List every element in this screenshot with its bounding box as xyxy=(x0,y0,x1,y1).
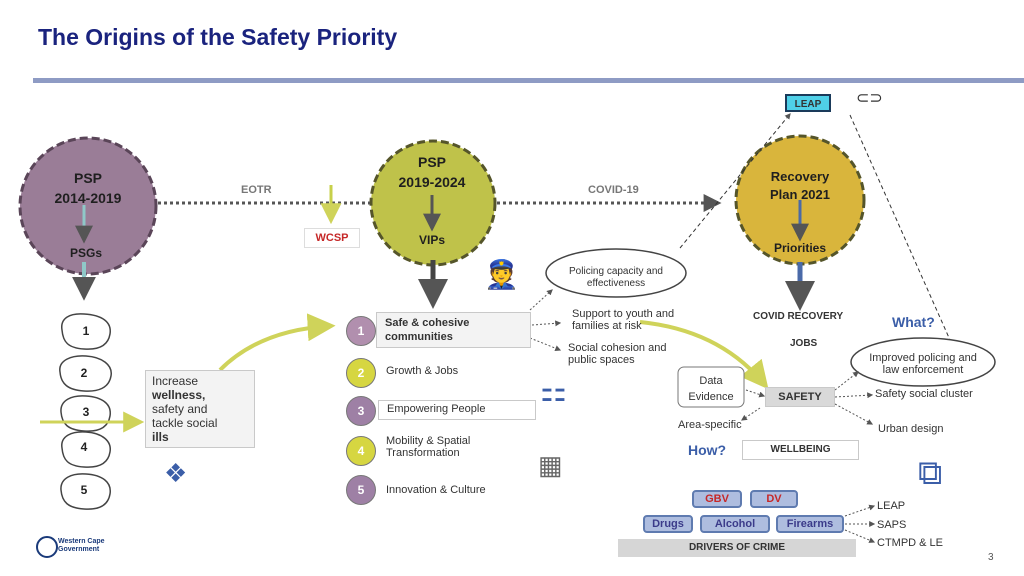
vip-3-box: Empowering People xyxy=(378,400,536,420)
vip-1-number: 1 xyxy=(346,316,376,346)
response-ctmpd: CTMPD & LE xyxy=(877,537,944,549)
network-icon: ❖ xyxy=(164,458,188,488)
vip-2-number: 2 xyxy=(346,358,376,388)
psp-2014-circle xyxy=(18,136,158,276)
vip-4-number: 4 xyxy=(346,436,376,466)
wellbeing-box: WELLBEING xyxy=(742,440,859,460)
stone-1: 1 xyxy=(82,324,90,338)
vips-label: VIPs xyxy=(418,233,445,247)
leap-top-badge: LEAP xyxy=(785,94,831,112)
alcohol-pill: Alcohol xyxy=(700,515,770,533)
bench-icon: ⚏ xyxy=(540,375,567,408)
police-officer-icon: 👮 xyxy=(484,259,519,290)
page-number: 3 xyxy=(988,552,994,563)
covid-label: COVID-19 xyxy=(588,184,639,196)
safety-social-cluster: Safety social cluster xyxy=(875,388,973,400)
gbv-pill: GBV xyxy=(692,490,742,508)
page-title: The Origins of the Safety Priority xyxy=(38,24,398,50)
area-specific: Area-specific xyxy=(678,419,742,431)
stone-5: 5 xyxy=(80,483,88,497)
vip-3-number: 3 xyxy=(346,396,376,426)
how-label: How? xyxy=(688,442,727,458)
stone-2: 2 xyxy=(80,366,88,380)
safety-box: SAFETY xyxy=(765,387,835,407)
firearms-pill: Firearms xyxy=(776,515,844,533)
vip-2-label: Growth & Jobs xyxy=(386,365,459,377)
strategy-icon: ▦ xyxy=(538,450,563,480)
puzzle-icon: ⧉ xyxy=(918,454,943,492)
what-label: What? xyxy=(892,314,935,330)
priorities-label: Priorities xyxy=(773,241,827,255)
policing-oval xyxy=(545,248,687,298)
improved-oval xyxy=(850,337,996,387)
western-cape-crest-icon xyxy=(36,536,58,558)
stones xyxy=(59,313,112,510)
wcsp-box: WCSP xyxy=(304,228,360,248)
response-saps: SAPS xyxy=(877,519,907,531)
vip-5-label: Innovation & Culture xyxy=(386,484,486,496)
vip-5-number: 5 xyxy=(346,475,376,505)
eotr-label: EOTR xyxy=(241,184,272,196)
stone-3: 3 xyxy=(82,405,90,419)
handcuffs-icon: ⊂⊃ xyxy=(856,90,883,107)
covid-recovery-label: COVID RECOVERY xyxy=(753,311,844,322)
stone-4: 4 xyxy=(80,440,88,454)
drivers-of-crime-bar: DRIVERS OF CRIME xyxy=(618,539,856,557)
dv-pill: DV xyxy=(750,490,798,508)
response-leap: LEAP xyxy=(877,500,906,512)
drugs-pill: Drugs xyxy=(643,515,693,533)
urban-design: Urban design xyxy=(878,423,944,435)
wellness-box: Increase wellness, safety and tackle soc… xyxy=(145,370,255,448)
title-divider xyxy=(33,78,1024,83)
psgs-label: PSGs xyxy=(69,246,102,260)
jobs-label: JOBS xyxy=(790,338,818,349)
